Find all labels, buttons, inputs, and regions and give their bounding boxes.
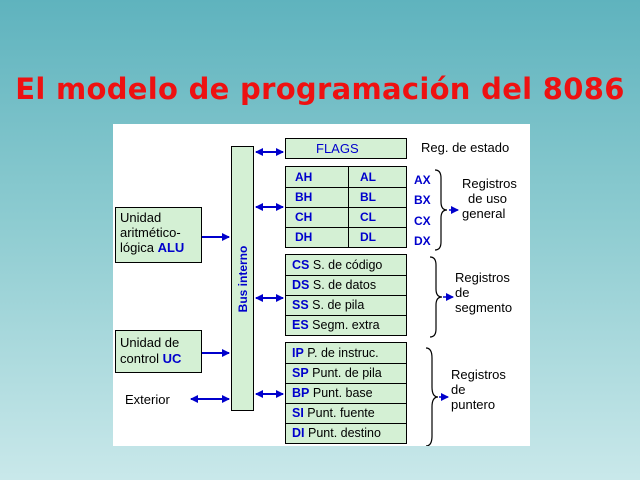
general-label-3: general (462, 206, 506, 221)
alu-box: Unidad aritmético- lógica ALU (115, 207, 202, 263)
seg-row-ss: SS S. de pila (292, 298, 364, 312)
reg-estado-label: Reg. de estado (421, 140, 510, 155)
diagram-panel: Unidad aritmético- lógica ALU Unidad de … (113, 124, 530, 446)
ptr-sp-desc: Punt. de pila (312, 366, 382, 380)
segment-label-3: segmento (455, 300, 513, 315)
slide-title: El modelo de programación del 8086 (15, 72, 625, 106)
uc-box: Unidad de control UC (115, 330, 202, 373)
pointer-label-2: de (451, 382, 466, 397)
alu-line2: aritmético- (120, 225, 181, 240)
reg-dh: DH (295, 230, 313, 244)
ptr-row-si: SI Punt. fuente (292, 406, 375, 420)
seg-ss-desc: S. de pila (312, 298, 365, 312)
ptr-si-desc: Punt. fuente (307, 406, 375, 420)
ptr-di-desc: Punt. destino (307, 426, 381, 440)
segment-label: Registros de segmento (455, 270, 512, 315)
flags-label: FLAGS (316, 141, 359, 156)
reg-ah: AH (295, 170, 313, 184)
general-label: Registros de uso general (462, 176, 517, 221)
alu-line3: lógica (120, 240, 154, 255)
seg-es-abbr: ES (292, 318, 309, 332)
pointer-label-3: puntero (451, 397, 496, 412)
pointer-label-1: Registros (451, 367, 506, 382)
ptr-ip-desc: P. de instruc. (307, 346, 379, 360)
pointer-registers: IP P. de instruc. SP Punt. de pila BP Pu… (285, 342, 407, 444)
seg-ss-abbr: SS (292, 298, 309, 312)
reg-ax: AX (414, 173, 431, 187)
pointer-label: Registros de puntero (451, 367, 506, 412)
uc-abbr: UC (162, 351, 182, 366)
alu-line1: Unidad (120, 210, 162, 225)
alu-abbr: ALU (157, 240, 185, 255)
seg-ds-desc: S. de datos (312, 278, 377, 292)
reg-cx: CX (414, 214, 431, 228)
reg-dl: DL (360, 230, 376, 244)
ptr-di-abbr: DI (292, 426, 305, 440)
ptr-bp-desc: Punt. base (312, 386, 373, 400)
flags-register: FLAGS (285, 138, 407, 159)
uc-line1: Unidad de (120, 335, 180, 350)
reg-bx: BX (414, 193, 431, 207)
seg-es-desc: Segm. extra (312, 318, 380, 332)
ptr-row-di: DI Punt. destino (292, 426, 381, 440)
exterior-label: Exterior (125, 392, 170, 407)
reg-dx: DX (414, 234, 431, 248)
seg-row-cs: CS S. de código (292, 258, 382, 272)
seg-ds-abbr: DS (292, 278, 310, 292)
reg-cl: CL (360, 210, 376, 224)
seg-cs-abbr: CS (292, 258, 310, 272)
general-label-1: Registros (462, 176, 517, 191)
segment-label-1: Registros (455, 270, 510, 285)
seg-cs-desc: S. de código (312, 258, 383, 272)
general-registers: AH AL BH BL CH CL DH DL (285, 166, 407, 248)
ptr-si-abbr: SI (292, 406, 304, 420)
uc-line2: control (120, 351, 160, 366)
internal-bus: Bus interno (231, 146, 254, 411)
reg-bl: BL (360, 190, 376, 204)
ptr-row-bp: BP Punt. base (292, 386, 373, 400)
reg-al: AL (360, 170, 376, 184)
connector-arrows (190, 148, 459, 446)
seg-row-es: ES Segm. extra (292, 318, 380, 332)
general-label-2: de uso (468, 191, 508, 206)
reg-bh: BH (295, 190, 313, 204)
ptr-bp-abbr: BP (292, 386, 310, 400)
segment-registers: CS S. de código DS S. de datos SS S. de … (285, 254, 407, 336)
ptr-ip-abbr: IP (292, 346, 304, 360)
reg-ch: CH (295, 210, 313, 224)
ptr-sp-abbr: SP (292, 366, 309, 380)
seg-row-ds: DS S. de datos (292, 278, 376, 292)
ptr-row-ip: IP P. de instruc. (292, 346, 379, 360)
ptr-row-sp: SP Punt. de pila (292, 366, 382, 380)
bus-label: Bus interno (235, 245, 250, 312)
segment-label-2: de (455, 285, 470, 300)
